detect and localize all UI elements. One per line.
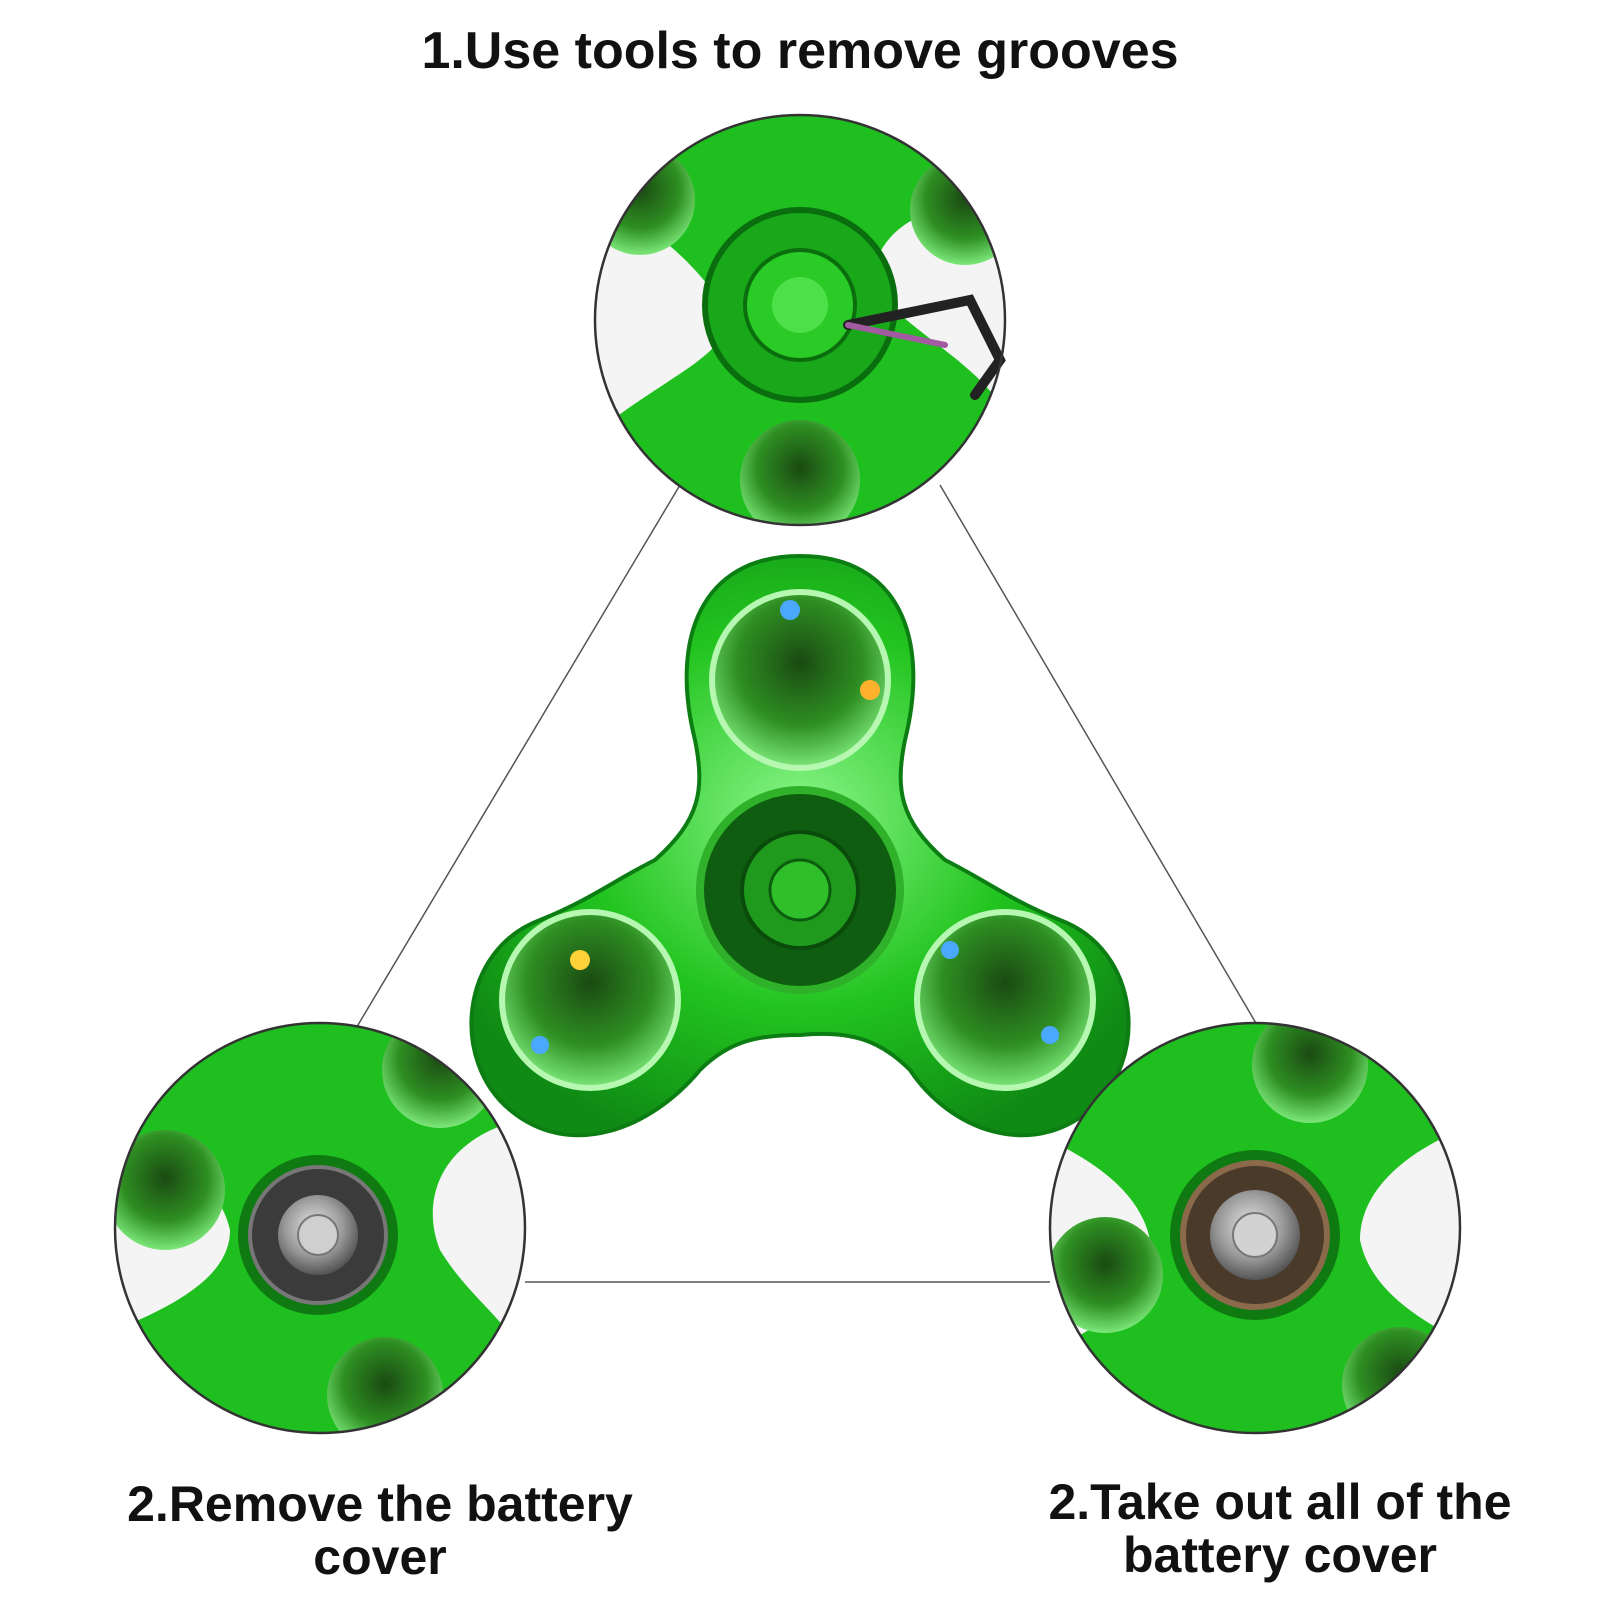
step2-caption: 2.Remove the battery cover [127,1476,633,1585]
fidget-spinner-main [469,553,1131,1138]
spinner-led-arm-left [499,909,681,1091]
led-light-blue [780,600,800,620]
led-light-orange [860,680,880,700]
step3-caption: 2.Take out all of the battery cover [1048,1474,1512,1583]
connector-line-left [354,484,681,1031]
zoom-circle-step2 [113,1021,527,1435]
connector-line-right [939,484,1261,1031]
zoom-circle-step1 [593,113,1007,527]
spinner-led-arm-right [914,909,1096,1091]
tweezers-tool [843,294,1006,400]
connector-lines [354,484,1261,1283]
step1-caption: 1.Use tools to remove grooves [421,22,1179,80]
zoom-circle-step3 [1048,1021,1462,1435]
spinner-led-arm-top [709,589,891,771]
